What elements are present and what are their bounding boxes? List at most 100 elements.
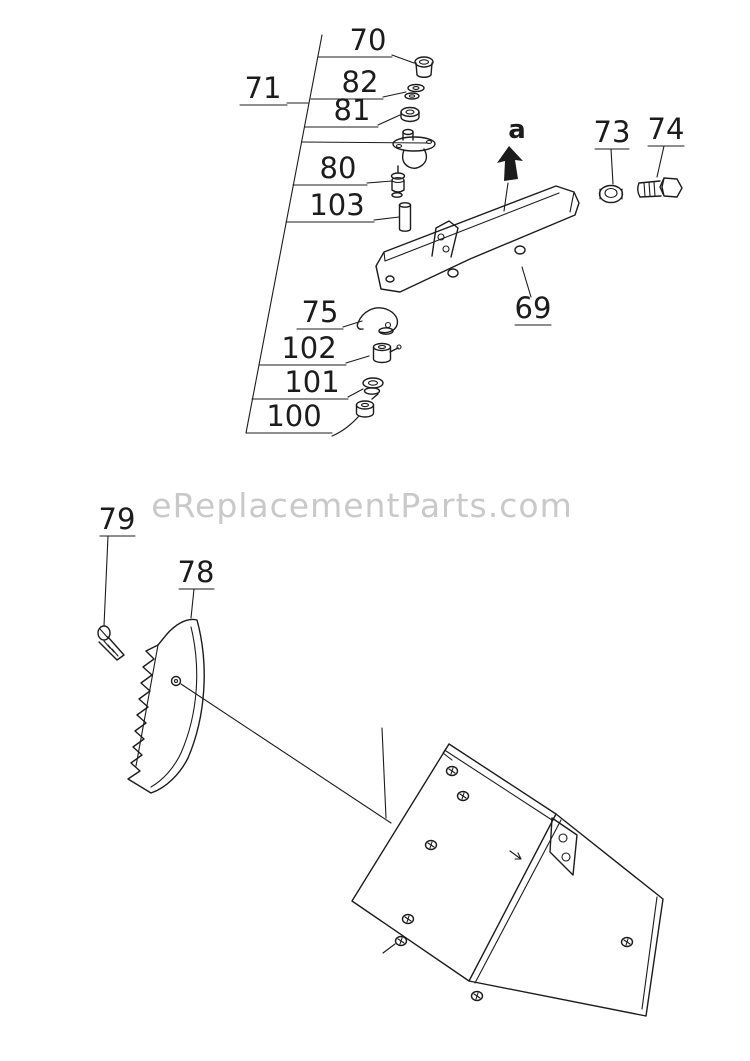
washer <box>400 106 420 118</box>
label-underlines <box>99 56 685 590</box>
nut-facets <box>599 188 623 200</box>
callout-71: 71 <box>245 71 282 105</box>
screw-slot <box>99 628 109 639</box>
sector-inner-curves <box>135 626 198 788</box>
callout-101: 101 <box>284 365 339 399</box>
plate-bolt <box>401 913 415 925</box>
flange-hole <box>425 139 433 145</box>
arm-outline <box>375 185 580 293</box>
valve-top-inner <box>377 344 387 350</box>
washer <box>404 92 420 100</box>
plate-left-panel <box>351 743 557 982</box>
part-79-screw <box>97 625 125 661</box>
arm-hole <box>514 245 526 255</box>
part-73-nut <box>598 184 624 204</box>
washer-side <box>400 111 420 123</box>
callout-102: 102 <box>281 331 336 365</box>
sector-hole-center <box>173 678 179 684</box>
screw-shaft <box>98 636 125 661</box>
valve-top <box>372 342 392 352</box>
part-100-cap <box>355 393 379 418</box>
callout-81: 81 <box>334 93 371 127</box>
part-102-valve <box>372 342 402 364</box>
tube-top <box>402 128 414 136</box>
plate-detail-marks <box>382 850 522 954</box>
part-101-grommet <box>362 377 384 395</box>
part-78-toothed-sector <box>127 618 205 794</box>
part-fuel-strainer <box>392 128 436 169</box>
arrow-up-icon <box>497 146 523 181</box>
washer <box>407 83 425 93</box>
callout-70: 70 <box>350 23 387 57</box>
direction-arrow-a <box>497 146 523 181</box>
sector-hole <box>170 675 182 687</box>
callout-74: 74 <box>648 112 685 146</box>
clip-wire <box>356 307 399 334</box>
cap-top-inner <box>360 402 370 408</box>
valve-body <box>372 346 399 364</box>
callout-78: 78 <box>178 555 215 589</box>
clip-base <box>378 327 394 335</box>
cap-rim-inner <box>418 59 430 65</box>
part-75-clip <box>356 307 399 335</box>
callout-73: 73 <box>594 115 631 149</box>
clevis-bracket <box>431 220 459 258</box>
clevis-hole <box>442 245 450 253</box>
plate-right-panel <box>468 813 664 1017</box>
clip-pivot <box>384 321 392 329</box>
plate-bolt-marks <box>397 767 631 1000</box>
arm-edges <box>375 191 575 290</box>
callout-82: 82 <box>342 65 379 99</box>
bolt-threads <box>643 181 656 198</box>
callout-69: 69 <box>515 291 552 325</box>
plate-hinge-bracket <box>549 817 578 876</box>
grommet <box>362 377 384 389</box>
cap-body <box>355 404 375 418</box>
pin-body <box>398 204 412 232</box>
part-70-cap <box>414 56 434 78</box>
valve-lever-knob <box>396 344 402 350</box>
arm-hole <box>447 268 459 278</box>
callout-79: 79 <box>99 502 136 536</box>
plate-bolt <box>445 765 459 777</box>
part-74-bolt <box>637 177 683 198</box>
callout-labels: 70 82 71 81 80 103 a 73 74 69 75 102 101… <box>99 23 685 589</box>
washer-hole <box>408 94 416 98</box>
washer-hole <box>412 86 420 90</box>
washer-lower <box>391 192 403 198</box>
bowl <box>401 148 428 169</box>
washer-hole <box>405 109 415 115</box>
plate-bolt <box>394 935 408 947</box>
group-bracket-line <box>245 34 323 434</box>
callout-100: 100 <box>266 399 321 433</box>
part-82-washers <box>404 83 425 100</box>
bracket-screw <box>558 833 568 843</box>
cap-stem <box>371 393 379 400</box>
part-80-valve-bits <box>390 165 406 198</box>
plate-bolt <box>620 936 634 948</box>
mounting-plate-assembly <box>351 743 664 1017</box>
plate-bolt <box>424 839 438 851</box>
plate-bolt <box>470 990 484 1002</box>
callout-lines <box>99 34 685 824</box>
arm-hole <box>385 275 395 283</box>
sector-outline <box>127 618 205 794</box>
nut-hole <box>604 187 618 199</box>
leader-lines <box>103 54 665 824</box>
part-103-pin <box>398 202 412 232</box>
screw-threads <box>103 640 119 657</box>
cap-top <box>355 400 375 410</box>
pin-top <box>398 202 412 208</box>
grommet-hole <box>367 380 379 386</box>
part-69-arm <box>375 185 580 293</box>
callout-a: a <box>508 115 526 145</box>
flange-hole <box>395 143 403 149</box>
watermark-text: eReplacementParts.com <box>151 486 572 525</box>
grommet-lower <box>363 387 381 395</box>
screw-head <box>97 625 111 641</box>
callout-80: 80 <box>320 151 357 185</box>
cap-body <box>415 62 433 78</box>
tube-sides <box>402 131 414 141</box>
